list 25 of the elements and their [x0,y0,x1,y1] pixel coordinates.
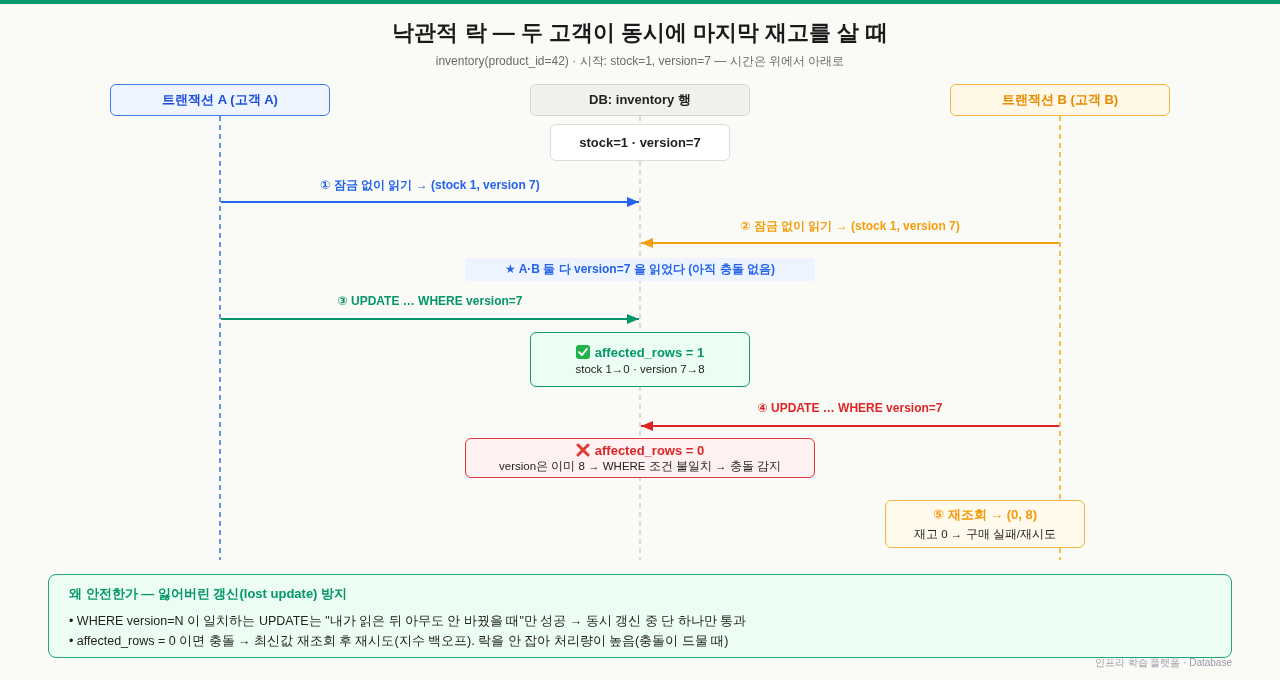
retry-heading: ⑤ 재조회 → (0, 8) [932,506,1038,524]
note-band: ★ A·B 둘 다 version=7 을 읽었다 (아직 충돌 없음) [465,258,815,281]
arrow [220,314,640,324]
result-box [465,438,815,478]
note-panel [48,574,1232,658]
result-detail: version은 이미 8 → WHERE 조건 불일치 → 충돌 감지 [499,458,781,474]
retry-detail: 재고 0 → 구매 실패/재시도 [914,527,1056,542]
result-detail: stock 1→0 · version 7→8 [575,362,705,375]
bullet-text: • affected_rows = 0 이면 충돌 → 최신값 재조회 후 재시도(지수 백오프). 락을 안 잡아 처리량이 높음(충돌이 드물 때) [69,633,729,650]
bullet-text: • WHERE version=N 이 일치하는 UPDATE는 "내가 읽은 뒤 아무도 안 바꿨을 때"만 성공 → 동시 갱신 중 단 하나만 통과 [69,613,747,630]
title: 낙관적 락 — 두 고객이 동시에 마지막 재고를 살 때 [392,19,888,47]
participant-label: 트랜잭션 B (고객 B) [1001,91,1119,109]
participant-label: DB: inventory 행 [589,91,691,109]
participant-label: 트랜잭션 A (고객 A) [162,91,278,109]
edge-label: ① 잠금 없이 읽기 → (stock 1, version 7) [317,177,543,194]
result-heading: affected_rows = 0 [594,442,705,458]
subtitle: inventory(product_id=42) · 시작: stock=1, version=7 — 시간은 위에서 아래로 [435,53,845,70]
arrow [640,421,1060,431]
edge-label: ② 잠금 없이 읽기 → (stock 1, version 7) [737,218,963,235]
retry-box [885,500,1085,548]
result-heading: affected_rows = 1 [594,344,705,360]
arrow [220,197,640,207]
note-heading: 왜 안전한가 — 잃어버린 갱신(lost update) 방지 [69,585,348,603]
arrow [640,238,1060,248]
footer-text: 인프라 학습 플랫폼 · Database [1094,656,1232,670]
